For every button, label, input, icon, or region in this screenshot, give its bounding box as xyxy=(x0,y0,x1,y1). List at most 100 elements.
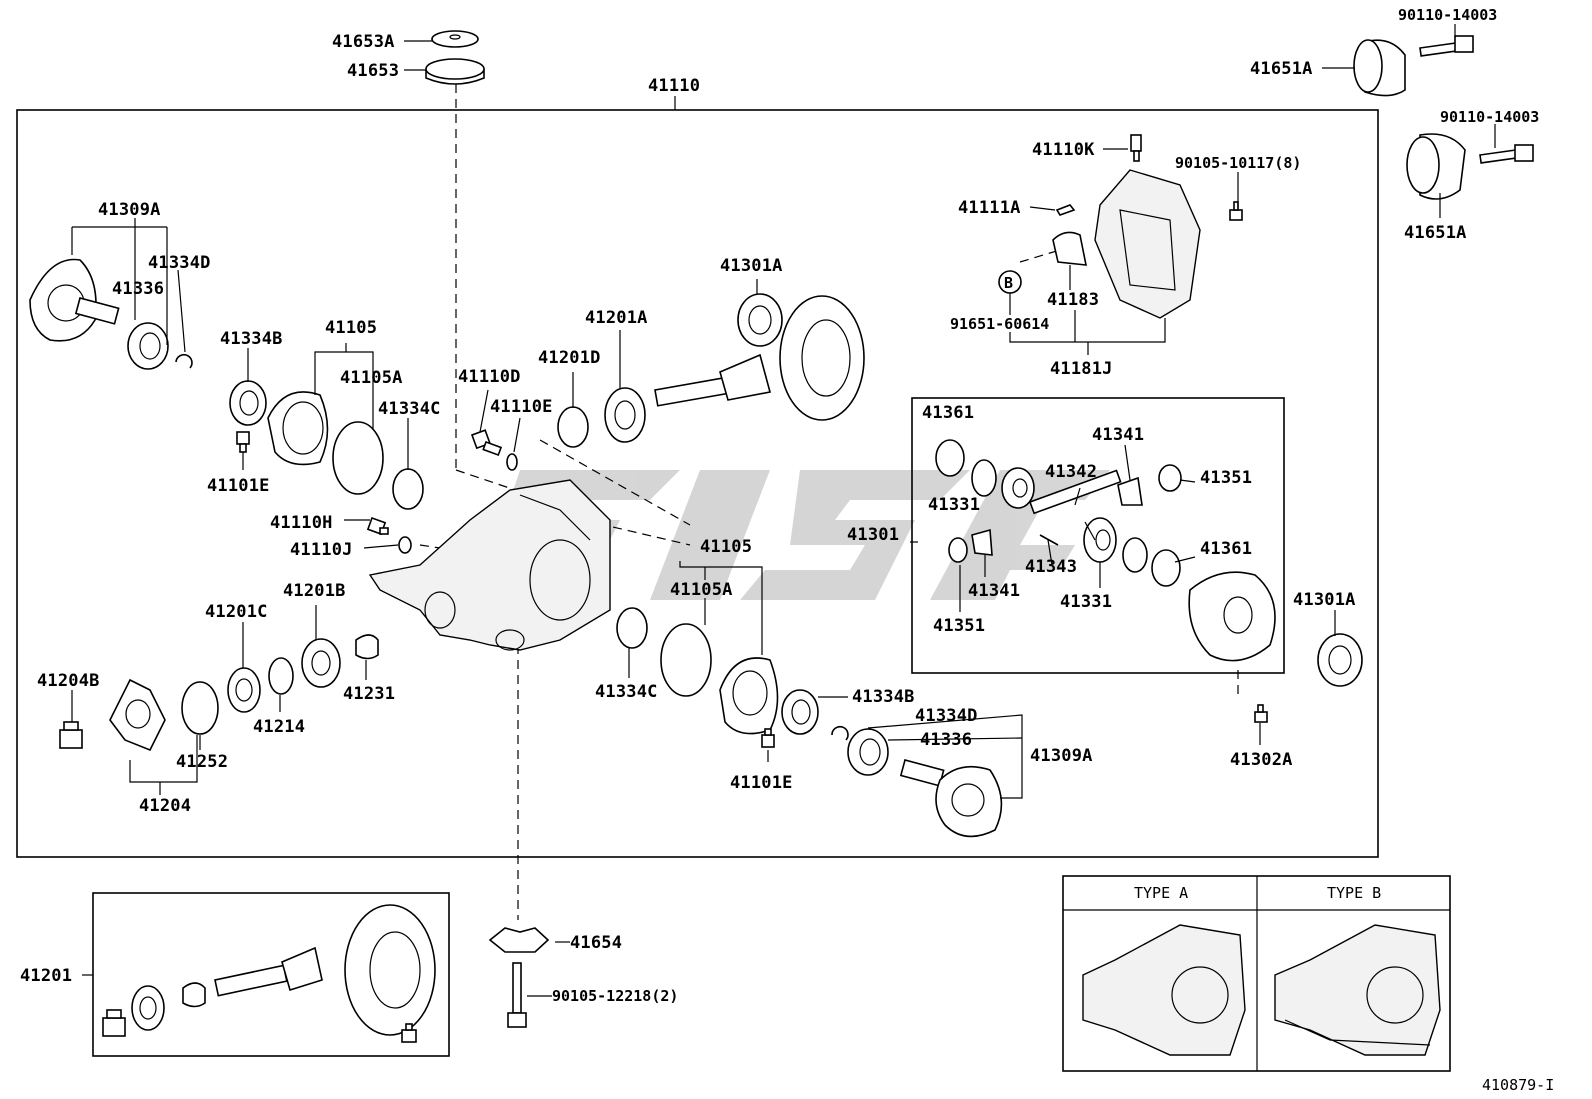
label-41101e-left: 41101E xyxy=(207,476,270,496)
label-41201: 41201 xyxy=(20,966,72,986)
thrust-washer-lower xyxy=(1122,537,1148,573)
carrier-type-b-illustration xyxy=(1274,924,1441,1056)
label-41653a: 41653A xyxy=(332,32,395,52)
label-41110h: 41110H xyxy=(270,513,333,533)
cover-cap-41653 xyxy=(425,58,485,85)
label-41105-left: 41105 xyxy=(325,318,377,338)
differential-case-frame xyxy=(911,397,1285,674)
differential-case xyxy=(1188,571,1276,662)
thrust-washer-41361-lower xyxy=(1151,549,1181,587)
ring-gear xyxy=(779,295,865,421)
label-41351-lower: 41351 xyxy=(933,616,985,636)
label-90105-12218: 90105-12218(2) xyxy=(552,987,678,1005)
oil-seal-right-41336 xyxy=(847,728,889,776)
label-41651a-upper: 41651A xyxy=(1250,59,1313,79)
label-41654: 41654 xyxy=(570,933,622,953)
label-41110: 41110 xyxy=(648,76,700,96)
label-41110k: 41110K xyxy=(1032,140,1095,160)
label-41110j: 41110J xyxy=(290,540,353,560)
bolt-41101e-left xyxy=(236,431,250,453)
snap-ring-right-41334d xyxy=(831,725,849,741)
label-41204b: 41204B xyxy=(37,671,100,691)
label-41201b: 41201B xyxy=(283,581,346,601)
label-41201c: 41201C xyxy=(205,602,268,622)
carrier-type-table xyxy=(1062,875,1451,1072)
cap-41183 xyxy=(1052,231,1087,266)
label-41309a-right: 41309A xyxy=(1030,746,1093,766)
cap-41651a-side xyxy=(1406,133,1466,200)
label-41111a: 41111A xyxy=(958,198,1021,218)
dashed-guide-lines xyxy=(419,84,1239,920)
rear-cover-41181j xyxy=(1094,169,1201,319)
label-41105-right: 41105 xyxy=(700,537,752,557)
carrier-type-a-illustration xyxy=(1082,924,1246,1056)
shim-left-41334c xyxy=(392,468,424,510)
filler-plug-41110d xyxy=(470,429,503,457)
label-41341-lower: 41341 xyxy=(968,581,1020,601)
label-41301a-upper: 41301A xyxy=(720,256,783,276)
oil-seal-41334b-left xyxy=(229,380,267,426)
label-41302a: 41302A xyxy=(1230,750,1293,770)
bolt-90110-14003-side xyxy=(1479,144,1534,164)
pinion-gear-41341-upper xyxy=(1117,476,1143,506)
label-41301: 41301 xyxy=(847,525,899,545)
drawing-number: 410879-I xyxy=(1482,1076,1554,1094)
side-bearing-41301a-right xyxy=(1317,633,1363,687)
cap-41651a-upper xyxy=(1353,39,1406,97)
snap-ring-left-41334d xyxy=(175,353,193,369)
gasket-41110j xyxy=(398,536,412,554)
kit-bearing xyxy=(131,985,165,1031)
companion-flange-41204 xyxy=(109,678,166,752)
kit-spacer xyxy=(182,982,206,1008)
label-41204: 41204 xyxy=(139,796,191,816)
companion-flange-left xyxy=(29,258,120,342)
shim-right-41334c xyxy=(616,607,648,649)
label-41342: 41342 xyxy=(1045,462,1097,482)
type-a-title: TYPE A xyxy=(1134,884,1188,902)
drive-pinion xyxy=(654,353,771,407)
label-41336-left: 41336 xyxy=(112,279,164,299)
bolt-90110-14003-upper xyxy=(1419,35,1474,57)
label-41183: 41183 xyxy=(1047,290,1099,310)
pinion-gear-41341-lower xyxy=(971,528,993,556)
kit-drive-pinion xyxy=(214,946,323,997)
label-90110-14003-upper: 90110-14003 xyxy=(1398,6,1497,24)
oil-seal-left-41336 xyxy=(127,322,169,370)
kit-bolt xyxy=(401,1023,417,1043)
o-ring-right-41105a xyxy=(660,623,712,697)
bolt-41302a xyxy=(1254,704,1268,723)
label-41334d-right: 41334D xyxy=(915,706,978,726)
label-41351-upper: 41351 xyxy=(1200,468,1252,488)
cover-cap-small-41653a xyxy=(431,30,479,48)
thrust-washer-41331-upper xyxy=(971,459,997,497)
label-41331-upper: 41331 xyxy=(928,495,980,515)
label-41214: 41214 xyxy=(253,717,305,737)
label-41309a-left: 41309A xyxy=(98,200,161,220)
pinion-rear-bearing-41301a xyxy=(737,293,783,347)
spacer-41231 xyxy=(355,634,379,660)
label-41231: 41231 xyxy=(343,684,395,704)
oil-seal-41334b-right xyxy=(781,689,819,735)
bearing-41201c xyxy=(227,667,261,713)
bearing-retainer-right-41105 xyxy=(719,657,779,735)
kit-ring-gear xyxy=(344,904,436,1036)
label-41181j: 41181J xyxy=(1050,359,1113,379)
label-41334b-right: 41334B xyxy=(852,687,915,707)
label-41110e: 41110E xyxy=(490,397,553,417)
leader-lines xyxy=(71,24,1496,997)
label-41331-lower: 41331 xyxy=(1060,592,1112,612)
o-ring-left-41105a xyxy=(332,421,384,495)
label-41336-right: 41336 xyxy=(920,730,972,750)
side-gear-41331-lower xyxy=(1083,517,1117,563)
clip-41111a xyxy=(1055,204,1076,216)
main-assembly-frame xyxy=(16,109,1379,858)
pinion-bearing-41201a xyxy=(604,387,646,443)
bolt-90105-10117 xyxy=(1229,201,1243,221)
type-b-title: TYPE B xyxy=(1327,884,1381,902)
bearing-retainer-left-41105 xyxy=(267,391,329,466)
pinion-nut-41204b xyxy=(59,721,83,749)
pin-41343 xyxy=(1039,534,1059,546)
label-41105a-left: 41105A xyxy=(340,368,403,388)
